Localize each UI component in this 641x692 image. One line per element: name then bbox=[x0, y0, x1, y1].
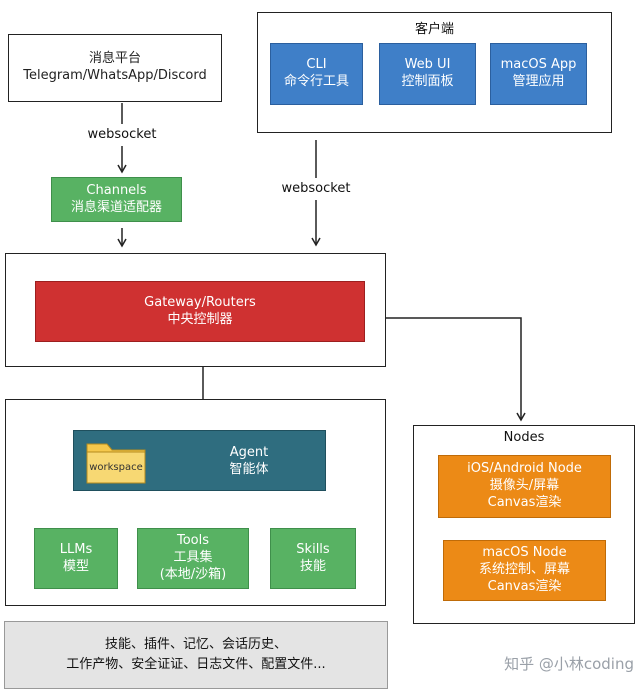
folder-icon: workspace bbox=[84, 438, 148, 486]
client-macos-app-desc: 管理应用 bbox=[512, 74, 565, 89]
messaging-platform-box: 消息平台 Telegram/WhatsApp/Discord bbox=[8, 34, 222, 102]
node-ios-android-render: Canvas渲染 bbox=[487, 494, 562, 510]
client-cli-desc: 命令行工具 bbox=[283, 74, 349, 89]
folder-label: workspace bbox=[89, 462, 143, 473]
storage-line-2: 工作产物、安全证证、日志文件、配置文件... bbox=[66, 657, 326, 672]
channels-box: Channels 消息渠道适配器 bbox=[51, 177, 182, 222]
gateway-name: Gateway/Routers bbox=[144, 294, 256, 310]
clients-title: 客户端 bbox=[414, 22, 454, 37]
websocket-label-right: websocket bbox=[281, 181, 351, 196]
llms-name: LLMs bbox=[59, 541, 93, 557]
agent-box: workspace Agent 智能体 bbox=[73, 430, 326, 491]
agent-desc: 智能体 bbox=[229, 461, 269, 477]
skills-desc: 技能 bbox=[299, 558, 326, 574]
llms-desc: 模型 bbox=[62, 558, 89, 574]
tools-scope: (本地/沙箱) bbox=[159, 566, 227, 582]
messaging-title: 消息平台 bbox=[88, 51, 141, 67]
tools-name: Tools bbox=[176, 533, 210, 549]
llms-box: LLMs 模型 bbox=[34, 528, 118, 589]
gateway-box: Gateway/Routers 中央控制器 bbox=[35, 281, 365, 342]
storage-line-1: 技能、插件、记忆、会话历史、 bbox=[104, 636, 287, 652]
client-macos-app: macOS App 管理应用 bbox=[490, 43, 587, 105]
arrow-gateway-nodes bbox=[363, 313, 526, 422]
client-web-ui-name: Web UI bbox=[404, 57, 451, 73]
storage-box: 技能、插件、记忆、会话历史、 工作产物、安全证证、日志文件、配置文件... bbox=[4, 621, 388, 689]
gateway-desc: 中央控制器 bbox=[167, 311, 233, 327]
tools-desc: 工具集 bbox=[173, 550, 213, 566]
skills-box: Skills 技能 bbox=[270, 528, 356, 589]
nodes-title: Nodes bbox=[503, 430, 545, 445]
channels-name: Channels bbox=[86, 182, 147, 198]
node-ios-android-cap: 摄像头/屏幕 bbox=[489, 478, 560, 494]
websocket-label-left: websocket bbox=[87, 127, 157, 142]
node-ios-android: iOS/Android Node 摄像头/屏幕 Canvas渲染 bbox=[438, 455, 611, 518]
watermark: 知乎 @小林coding bbox=[504, 655, 634, 673]
client-cli: CLI 命令行工具 bbox=[270, 43, 363, 105]
agent-name: Agent bbox=[229, 444, 269, 460]
node-macos-name: macOS Node bbox=[482, 545, 567, 561]
channels-desc: 消息渠道适配器 bbox=[70, 199, 162, 215]
node-macos-cap: 系统控制、屏幕 bbox=[478, 562, 570, 578]
client-macos-app-name: macOS App bbox=[500, 57, 577, 73]
messaging-subtitle: Telegram/WhatsApp/Discord bbox=[23, 68, 207, 83]
client-web-ui-desc: 控制面板 bbox=[401, 74, 454, 89]
tools-box: Tools 工具集 (本地/沙箱) bbox=[137, 528, 249, 589]
node-ios-android-name: iOS/Android Node bbox=[467, 461, 582, 477]
client-cli-name: CLI bbox=[306, 57, 327, 73]
node-macos-render: Canvas渲染 bbox=[487, 578, 562, 594]
client-web-ui: Web UI 控制面板 bbox=[379, 43, 476, 105]
node-macos: macOS Node 系统控制、屏幕 Canvas渲染 bbox=[443, 540, 606, 601]
skills-name: Skills bbox=[296, 541, 330, 557]
